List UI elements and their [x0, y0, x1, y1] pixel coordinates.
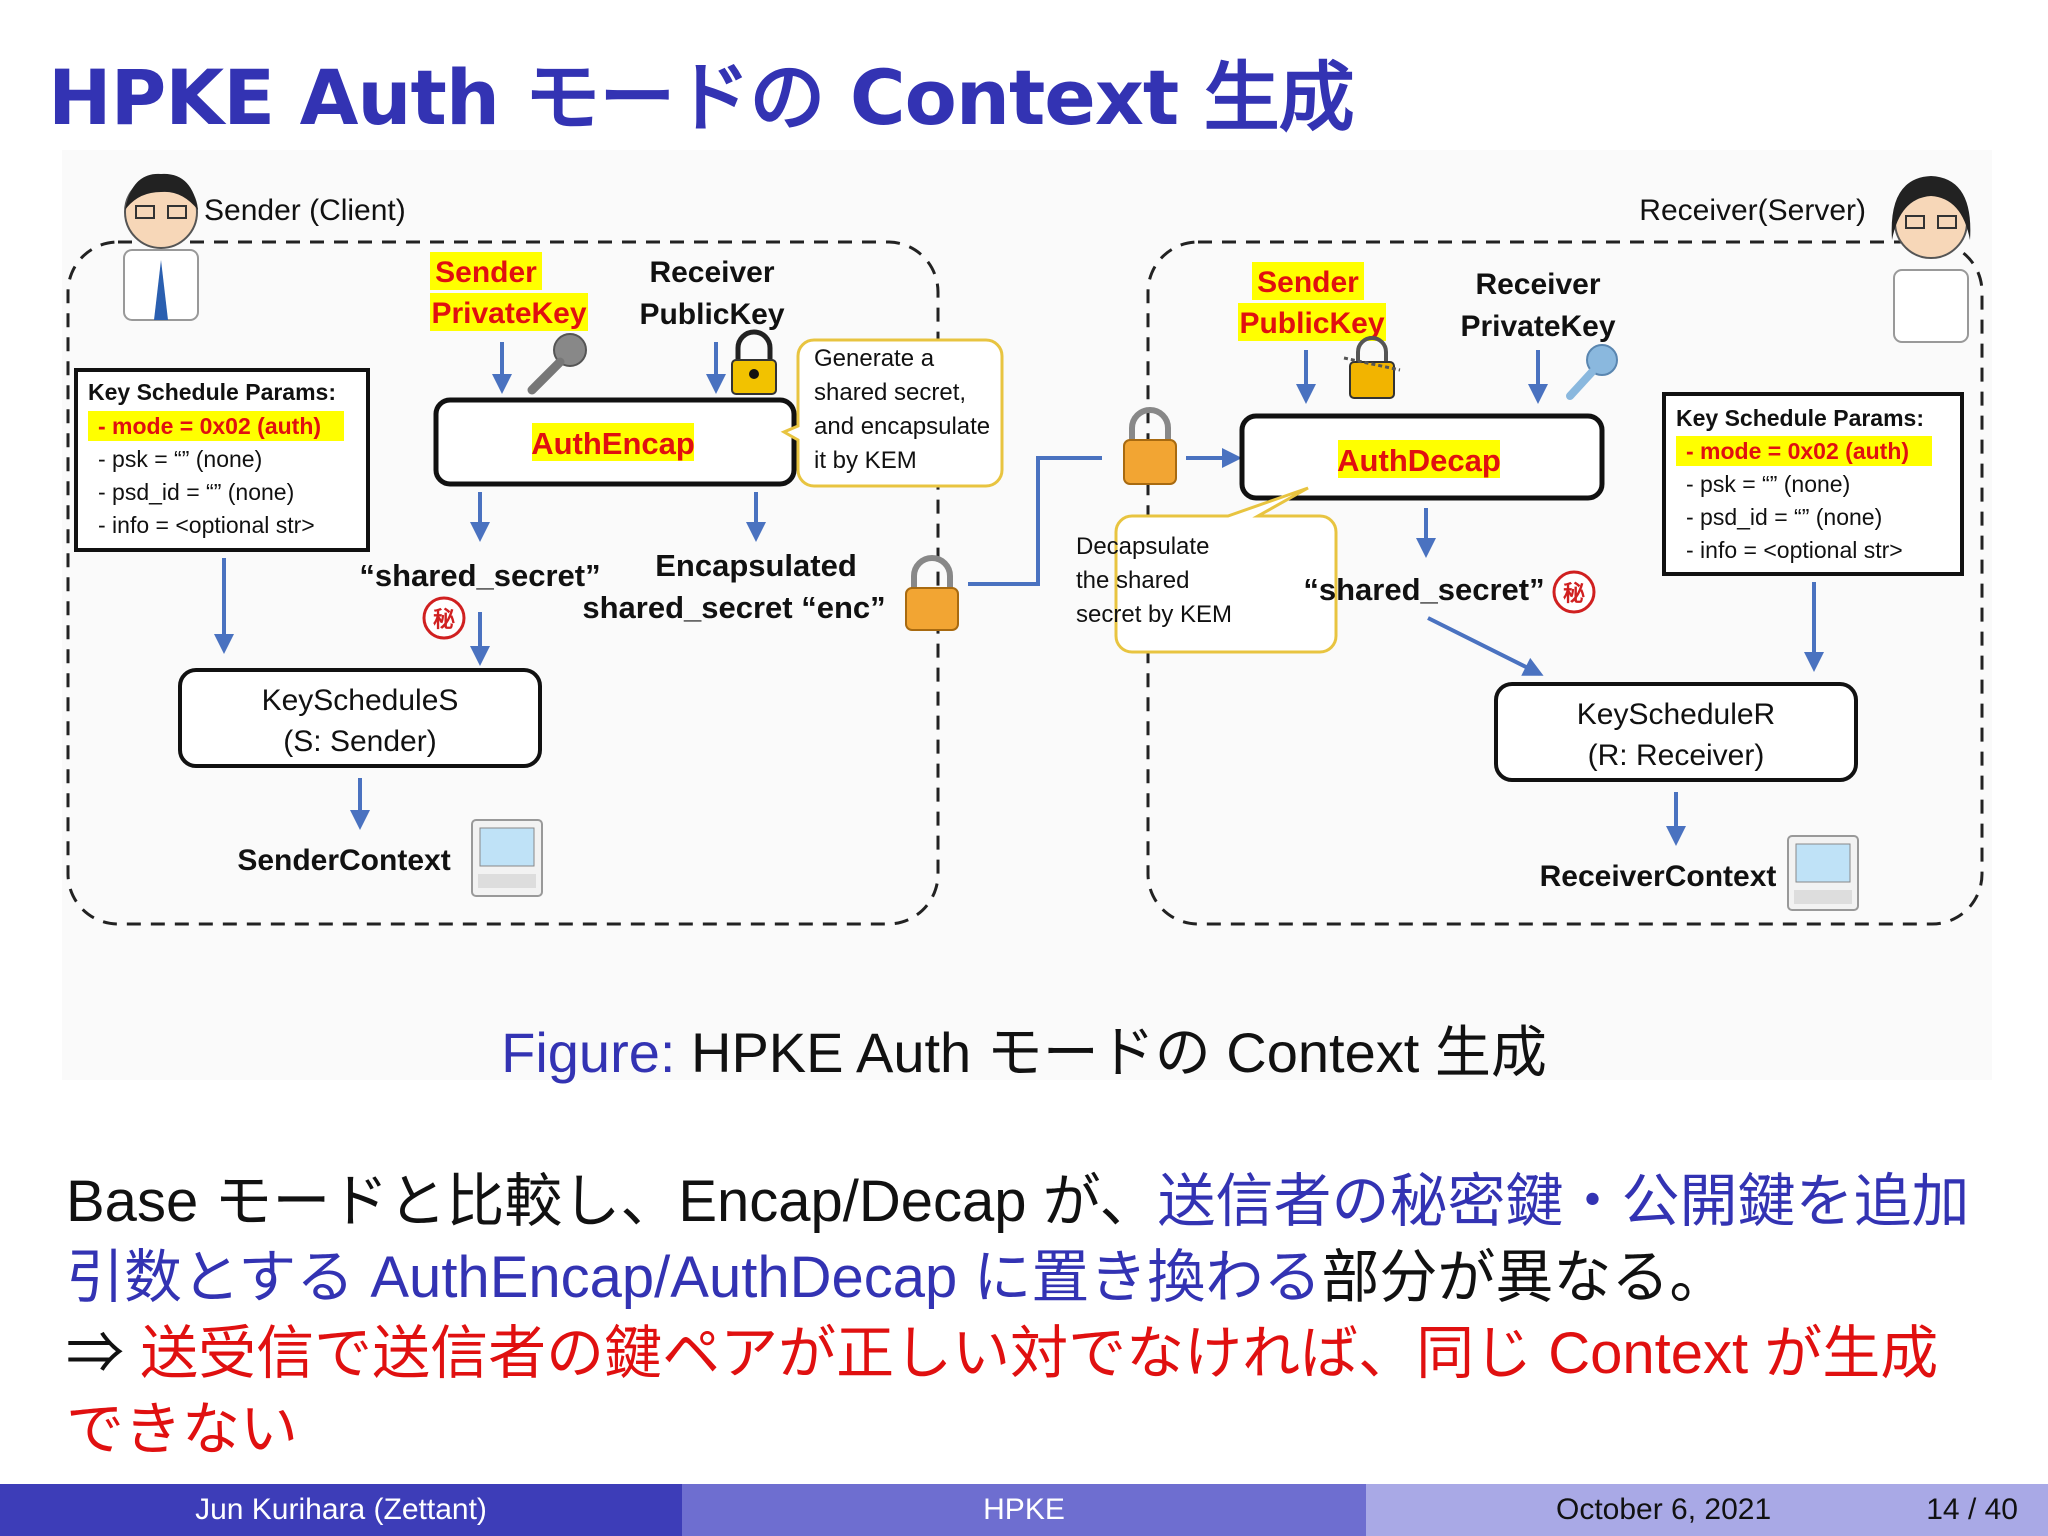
left-shared-secret: “shared_secret”: [359, 558, 600, 593]
keyschedules-line2: (S: Sender): [283, 725, 436, 758]
right-key2-line1: Receiver: [1475, 268, 1600, 301]
keyschedules-box: [178, 668, 542, 768]
left-secret-stamp-icon: 秘: [422, 596, 466, 640]
left-key1-line2: PrivateKey: [431, 297, 586, 330]
right-shared-secret: “shared_secret”: [1303, 572, 1544, 607]
encap-speech-bubble: Generate a shared secret, and encapsulat…: [780, 338, 1004, 488]
body-text: Base モードと比較し、Encap/Decap が、送信者の秘密鍵・公開鍵を追…: [66, 1164, 1996, 1468]
decap-bubble-line3: secret by KEM: [1076, 601, 1232, 628]
encap-bubble-line4: it by KEM: [814, 447, 917, 474]
left-key2-line1: Receiver: [649, 256, 774, 289]
caption-label: Figure:: [501, 1021, 676, 1084]
right-params-box: Key Schedule Params: - mode = 0x02 (auth…: [1662, 392, 1964, 576]
keyschedules-line1: KeyScheduleS: [262, 684, 459, 717]
right-secret-stamp-icon: 秘: [1552, 570, 1596, 614]
receiver-avatar-icon: [1891, 176, 1971, 343]
public-key-lock-icon: [731, 329, 777, 395]
right-key2-line2: PrivateKey: [1460, 310, 1615, 343]
sender-terminal-icon: [471, 819, 543, 897]
body-p1-c: 部分が異なる。: [1321, 1245, 1728, 1310]
footer-date: October 6, 2021: [1556, 1493, 1772, 1526]
footer-page: 14 / 40: [1926, 1493, 2018, 1526]
sender-avatar-icon: [123, 173, 199, 321]
receiver-label: Receiver(Server): [1639, 194, 1866, 227]
right-key1-line2: PublicKey: [1239, 307, 1384, 340]
encap-bubble-line2: shared secret,: [814, 379, 966, 406]
hpke-auth-diagram: Sender (Client) Receiver(Server) Key Sch…: [66, 173, 1984, 926]
left-params-psk: - psk = “” (none): [98, 446, 262, 472]
sender-label: Sender (Client): [204, 194, 406, 227]
arrow-secret-ks-right: [1427, 616, 1544, 676]
right-key1-line1: Sender: [1257, 266, 1359, 299]
chained-lock-icon: [1343, 336, 1401, 399]
authencap-label: AuthEncap: [531, 426, 695, 461]
right-params-info: - info = <optional str>: [1686, 537, 1903, 563]
left-params-mode: - mode = 0x02 (auth): [98, 413, 321, 439]
transfer-lock-icon: [1123, 407, 1177, 485]
private-key-icon: [527, 333, 587, 395]
footer: Jun Kurihara (Zettant) HPKE October 6, 2…: [0, 1484, 2048, 1536]
body-p2-arrow: ⇒: [66, 1321, 141, 1386]
keyscheduler-line1: KeyScheduleR: [1577, 698, 1775, 731]
receiver-terminal-icon: [1787, 835, 1859, 911]
body-p1-a: Base モードと比較し、Encap/Decap が、: [66, 1169, 1158, 1234]
slide-title: HPKE Auth モードの Context 生成: [48, 53, 1355, 142]
decap-bubble-line2: the shared: [1076, 567, 1189, 594]
body-paragraph-2: ⇒ 送受信で送信者の鍵ペアが正しい対でなければ、同じ Context が生成でき…: [66, 1316, 1996, 1468]
keyscheduler-box: [1494, 682, 1858, 782]
receiver-context: ReceiverContext: [1540, 860, 1777, 893]
keyscheduler-line2: (R: Receiver): [1588, 739, 1765, 772]
left-key2-line2: PublicKey: [639, 298, 784, 331]
right-secret-mark: 秘: [1563, 581, 1585, 606]
footer-short-title: HPKE: [682, 1484, 1366, 1536]
receiver-private-key-icon: [1566, 344, 1618, 400]
decap-bubble-line1: Decapsulate: [1076, 533, 1209, 560]
left-secret-mark: 秘: [433, 607, 455, 632]
body-p1-b: 送信者の秘密鍵・公開鍵を追加引数とする AuthEncap/AuthDecap …: [66, 1169, 1970, 1310]
figure-caption: Figure: HPKE Auth モードの Context 生成: [0, 1008, 2048, 1089]
footer-author: Jun Kurihara (Zettant): [0, 1484, 682, 1536]
left-params-psd: - psd_id = “” (none): [98, 479, 294, 505]
right-params-mode: - mode = 0x02 (auth): [1686, 438, 1909, 464]
figure: Sender (Client) Receiver(Server) Key Sch…: [62, 150, 1992, 1080]
encap-bubble-line1: Generate a: [814, 345, 935, 372]
left-params-title: Key Schedule Params:: [88, 379, 336, 405]
left-params-box: Key Schedule Params: - mode = 0x02 (auth…: [74, 368, 370, 552]
enc-lock-icon: [905, 555, 959, 631]
encap-bubble-line3: and encapsulate: [814, 413, 990, 440]
transfer-path: [968, 456, 1102, 586]
body-p2-text: 送受信で送信者の鍵ペアが正しい対でなければ、同じ Context が生成できない: [66, 1321, 1939, 1462]
caption-text: HPKE Auth モードの Context 生成: [691, 1021, 1547, 1084]
body-paragraph-1: Base モードと比較し、Encap/Decap が、送信者の秘密鍵・公開鍵を追…: [66, 1164, 1996, 1316]
right-params-title: Key Schedule Params:: [1676, 405, 1924, 431]
footer-right: October 6, 2021 14 / 40: [1366, 1484, 2048, 1536]
enc-line1: Encapsulated: [655, 548, 857, 583]
left-key1-line1: Sender: [435, 256, 537, 289]
left-params-info: - info = <optional str>: [98, 512, 315, 538]
authdecap-label: AuthDecap: [1337, 443, 1501, 478]
right-params-psk: - psk = “” (none): [1686, 471, 1850, 497]
decap-speech-bubble: Decapsulate the shared secret by KEM: [1076, 486, 1338, 654]
right-params-psd: - psd_id = “” (none): [1686, 504, 1882, 530]
enc-line2: shared_secret “enc”: [582, 590, 885, 625]
sender-boundary: [66, 240, 940, 926]
sender-context: SenderContext: [237, 844, 450, 877]
